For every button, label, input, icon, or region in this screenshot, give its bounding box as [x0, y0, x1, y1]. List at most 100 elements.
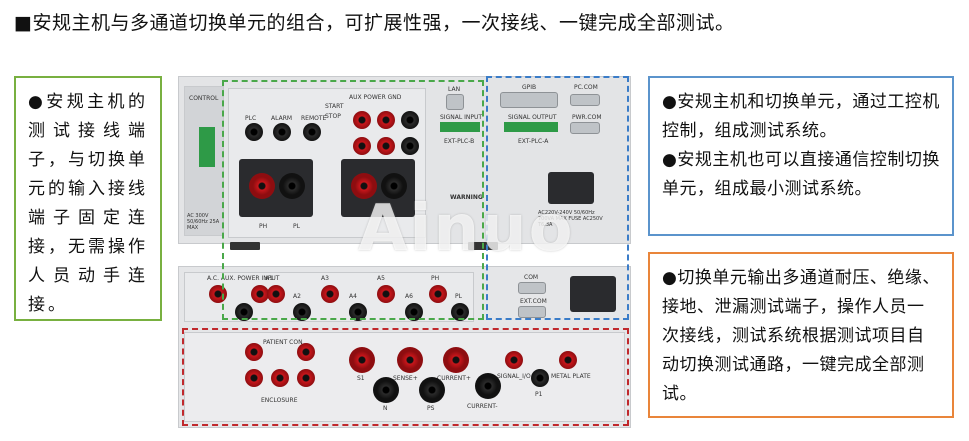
ext-plc-a-label: EXT-PLC-A	[518, 138, 549, 145]
a2-label: A2	[293, 293, 301, 300]
out-jack-5	[297, 369, 315, 387]
current-minus-label: CURRENT-	[467, 403, 498, 410]
s1-label: S1	[357, 375, 365, 382]
control-strip: CONTROL AC 300V 50/60Hz 25A MAX	[184, 86, 224, 236]
a1-label: A1	[265, 275, 273, 282]
watermark: Ainuo	[358, 192, 575, 266]
remote-label: REMOTE	[301, 115, 327, 122]
gpib-label: GPIB	[522, 84, 537, 91]
com-label: COM	[524, 274, 539, 281]
pl-label: PL	[455, 293, 462, 300]
page-title: ■安规主机与多通道切换单元的组合，可扩展性强，一次接线、一键完成全部测试。	[14, 12, 735, 34]
start-label: START	[325, 103, 344, 110]
main-power-inlet	[548, 172, 594, 204]
plc-port	[245, 123, 263, 141]
aux-jack-1	[353, 111, 371, 129]
sw-jack-a1	[267, 285, 285, 303]
out-jack-1	[245, 343, 263, 361]
device-illustration: CONTROL AC 300V 50/60Hz 25A MAX AUX POWE…	[178, 76, 631, 428]
pwr-com-label: PWR.COM	[572, 114, 602, 121]
hv-jack-r2	[381, 173, 407, 199]
com-port	[518, 282, 546, 294]
stop-label: STOP	[325, 113, 341, 120]
sw-jack-3	[235, 303, 253, 321]
out-jack-n	[373, 377, 399, 403]
patient-con-label: PATIENT CON	[263, 339, 303, 346]
callout-right-top-text-1: ●安规主机和切换单元，通过工控机控制，组成测试系统。	[662, 92, 940, 141]
ac-input-label: AC220V-240V 50/60Hz 700VA MAX FUSE AC250…	[538, 210, 603, 228]
remote-port	[303, 123, 321, 141]
sw-jack-a3	[321, 285, 339, 303]
ph-label: PH	[431, 275, 440, 282]
out-jack-ps	[419, 377, 445, 403]
plc-label: PLC	[245, 115, 257, 122]
pc-com-port	[570, 94, 600, 106]
signal-io-label: SIGNAL_I/O	[497, 373, 531, 380]
lan-port	[446, 94, 464, 110]
pl-label-top: PL	[293, 223, 300, 230]
pwr-com-port	[570, 122, 600, 134]
callout-right-top-text-2: ●安规主机也可以直接通信控制切换单元，组成最小测试系统。	[662, 150, 940, 199]
sense-plus-label: SENSE+	[393, 375, 418, 382]
ac-rating-label: AC 300V 50/60Hz 25A MAX	[187, 213, 220, 231]
out-jack-metal-plate	[559, 351, 577, 369]
sw-jack-ph	[429, 285, 447, 303]
signal-output-label: SIGNAL OUTPUT	[508, 114, 557, 121]
main-unit-center-panel: AUX POWER GND PLC ALARM REMOTE START STO…	[228, 88, 426, 238]
aux-power-input-label: A.C. AUX. POWER INPUT	[207, 275, 280, 282]
a3-label: A3	[321, 275, 329, 282]
aux-jack-2	[377, 111, 395, 129]
blue-dashed-frame	[486, 76, 629, 320]
alarm-port	[273, 123, 291, 141]
a5-label: A5	[377, 275, 385, 282]
pc-com-label: PC.COM	[574, 84, 598, 91]
sw-jack-a6	[405, 303, 423, 321]
sw-jack-a4	[349, 303, 367, 321]
out-jack-signal-io	[505, 351, 523, 369]
out-jack-2	[297, 343, 315, 361]
main-foot-left	[230, 242, 260, 250]
switch-unit-output-row: PATIENT CON ENCLOSURE S1 SENSE+ CURRENT+…	[184, 332, 625, 422]
signal-input-block	[440, 122, 480, 132]
out-jack-4	[245, 369, 263, 387]
signal-input-label: SIGNAL INPUT	[440, 114, 483, 121]
callout-left-text: ●安规主机的测试接线端子，与切换单元的输入接线端子固定连接，无需操作人员动手连接…	[28, 92, 148, 315]
hv-output-block-right	[341, 159, 415, 217]
hv-jack-r1	[351, 173, 377, 199]
a6-label: A6	[405, 293, 413, 300]
aux-jack-4	[353, 137, 371, 155]
callout-right-bottom-text: ●切换单元输出多通道耐压、绝缘、接地、泄漏测试端子，操作人员一次接线，测试系统根…	[662, 268, 940, 404]
ph-label-top: PH	[259, 223, 268, 230]
hv-jack-ph	[249, 173, 275, 199]
switch-power-inlet	[570, 276, 616, 312]
n-label: N	[383, 405, 388, 412]
out-jack-s1	[349, 347, 375, 373]
sw-jack-2	[251, 285, 269, 303]
callout-switch-unit-outputs: ●切换单元输出多通道耐压、绝缘、接地、泄漏测试端子，操作人员一次接线，测试系统根…	[648, 252, 954, 418]
metal-plate-label: METAL PLATE	[551, 373, 591, 380]
p1-label: P1	[535, 391, 543, 398]
red-dashed-frame	[182, 328, 629, 426]
alarm-label: ALARM	[271, 115, 293, 122]
ps-label: PS	[427, 405, 435, 412]
out-jack-3	[271, 369, 289, 387]
green-dashed-frame	[222, 80, 484, 320]
sw-jack-a5	[377, 285, 395, 303]
sw-jack-pl	[451, 303, 469, 321]
out-jack-s3	[443, 347, 469, 373]
control-terminal-block	[199, 127, 215, 167]
hv-output-block-left	[239, 159, 313, 217]
aux-jack-5	[377, 137, 395, 155]
warning-label: WARNING	[450, 194, 483, 201]
gpib-port	[500, 92, 558, 108]
callout-control-system: ●安规主机和切换单元，通过工控机控制，组成测试系统。 ●安规主机也可以直接通信控…	[648, 76, 954, 236]
aux-jack-6	[401, 137, 419, 155]
ext-plc-b-label: EXT-PLC-B	[444, 138, 475, 145]
out-jack-s2	[397, 347, 423, 373]
aux-power-label: AUX POWER GND	[349, 94, 402, 101]
ext-com-port	[518, 306, 546, 318]
lan-label: LAN	[448, 86, 461, 93]
control-label: CONTROL	[189, 95, 219, 102]
enclosure-label: ENCLOSURE	[261, 397, 298, 404]
signal-output-block	[504, 122, 558, 132]
